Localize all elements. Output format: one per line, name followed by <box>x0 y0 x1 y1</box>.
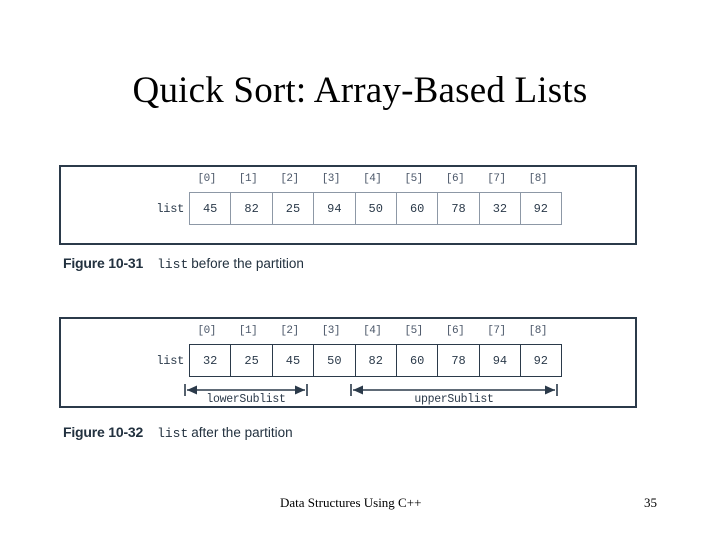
figure-image-10-32: [0] [1] [2] [3] [4] [5] [6] [7] [8] list… <box>59 317 637 408</box>
sublist-annotations: lowerSublist upperSublist <box>184 378 559 408</box>
array-cell: 78 <box>437 192 479 225</box>
index-label: [0] <box>197 173 217 185</box>
index-label: [4] <box>363 325 382 337</box>
index-label: [7] <box>487 173 506 185</box>
array-cell: 45 <box>189 192 231 225</box>
figure-number: Figure 10-32 <box>63 424 144 440</box>
index-label: [7] <box>487 325 506 337</box>
lower-sublist-annotation: lowerSublist <box>184 378 308 408</box>
array-cell: 50 <box>313 344 355 377</box>
index-label: [1] <box>238 173 258 185</box>
array-name-label: list <box>156 353 184 368</box>
index-label-row: [0] [1] [2] [3] [4] [5] [6] [7] [8] <box>186 173 559 185</box>
index-label: [4] <box>363 173 382 185</box>
figure-block-10-32: [0] [1] [2] [3] [4] [5] [6] [7] [8] list… <box>59 317 637 408</box>
array-cell: 60 <box>395 344 438 377</box>
index-label: [3] <box>321 173 341 185</box>
array-cell: 25 <box>271 192 314 225</box>
array-cell: 50 <box>354 192 396 225</box>
array-name-label: list <box>156 201 184 216</box>
index-label: [2] <box>280 325 299 337</box>
index-label: [0] <box>197 325 217 337</box>
index-label: [6] <box>445 173 465 185</box>
index-label: [1] <box>238 325 258 337</box>
array-cell: 94 <box>478 344 521 377</box>
index-label: [5] <box>404 173 423 185</box>
figure-block-10-31: [0] [1] [2] [3] [4] [5] [6] [7] [8] list… <box>59 165 637 245</box>
figure-number: Figure 10-31 <box>63 255 144 271</box>
upper-sublist-annotation: upperSublist <box>350 378 558 408</box>
array-cells: 32 25 45 50 82 60 78 94 92 <box>189 344 562 377</box>
caption-code-word: list <box>157 426 189 441</box>
index-label: [5] <box>404 325 423 337</box>
double-arrow-icon <box>184 384 308 396</box>
index-label: [3] <box>321 325 341 337</box>
array-cell: 25 <box>230 344 272 377</box>
array-cell: 94 <box>313 192 355 225</box>
caption-code-word: list <box>157 257 189 272</box>
footer-page-number: 35 <box>644 495 657 510</box>
index-label: [6] <box>445 325 465 337</box>
array-cell: 32 <box>478 192 521 225</box>
sublist-label: lowerSublist <box>206 393 286 406</box>
double-arrow-icon <box>350 384 558 396</box>
array-cell: 92 <box>520 192 562 225</box>
footer-source-text: Data Structures Using C++ <box>280 495 422 510</box>
array-cell: 78 <box>437 344 479 377</box>
caption-text: after the partition <box>191 425 293 440</box>
index-label: [2] <box>280 173 299 185</box>
index-label: [8] <box>528 325 548 337</box>
array-cell: 45 <box>271 344 314 377</box>
index-label: [8] <box>528 173 548 185</box>
array-row: list 32 25 45 50 82 60 78 94 92 <box>137 344 562 377</box>
caption-text: before the partition <box>191 256 304 271</box>
array-cell: 82 <box>230 192 272 225</box>
array-cell: 92 <box>520 344 562 377</box>
figure-image-10-31: [0] [1] [2] [3] [4] [5] [6] [7] [8] list… <box>59 165 637 245</box>
array-cell: 32 <box>189 344 231 377</box>
array-cell: 82 <box>354 344 396 377</box>
array-cells: 45 82 25 94 50 60 78 32 92 <box>189 192 562 225</box>
sublist-label: upperSublist <box>414 393 494 406</box>
array-row: list 45 82 25 94 50 60 78 32 92 <box>137 192 562 225</box>
index-label-row: [0] [1] [2] [3] [4] [5] [6] [7] [8] <box>186 325 559 337</box>
page-title: Quick Sort: Array-Based Lists <box>132 70 588 111</box>
array-cell: 60 <box>395 192 438 225</box>
